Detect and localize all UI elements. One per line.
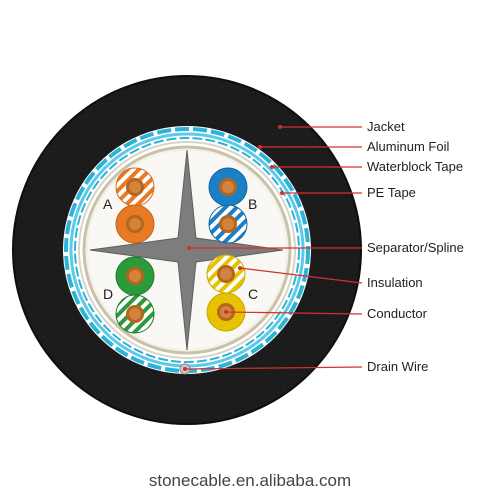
pair-a (115, 167, 155, 244)
leader-conductor (225, 311, 363, 315)
pair-label-b: B (248, 196, 257, 212)
leader-lines (184, 126, 363, 370)
label-waterblock-tape: Waterblock Tape (367, 159, 463, 174)
leader-insulation (239, 267, 363, 284)
pair-d (115, 256, 155, 334)
label-aluminum-foil: Aluminum Foil (367, 139, 449, 154)
pair-b (208, 167, 248, 244)
label-pe-tape: PE Tape (367, 185, 416, 200)
leader-drain (184, 366, 363, 370)
label-drain-wire: Drain Wire (367, 359, 428, 374)
pair-label-d: D (103, 286, 113, 302)
label-insulation: Insulation (367, 275, 423, 290)
label-conductor: Conductor (367, 306, 428, 321)
watermark-text: stonecable.en.alibaba.com (149, 471, 351, 490)
pair-label-a: A (103, 196, 113, 212)
pair-label-c: C (248, 286, 258, 302)
label-jacket: Jacket (367, 119, 405, 134)
label-separator-spline: Separator/Spline (367, 240, 464, 255)
